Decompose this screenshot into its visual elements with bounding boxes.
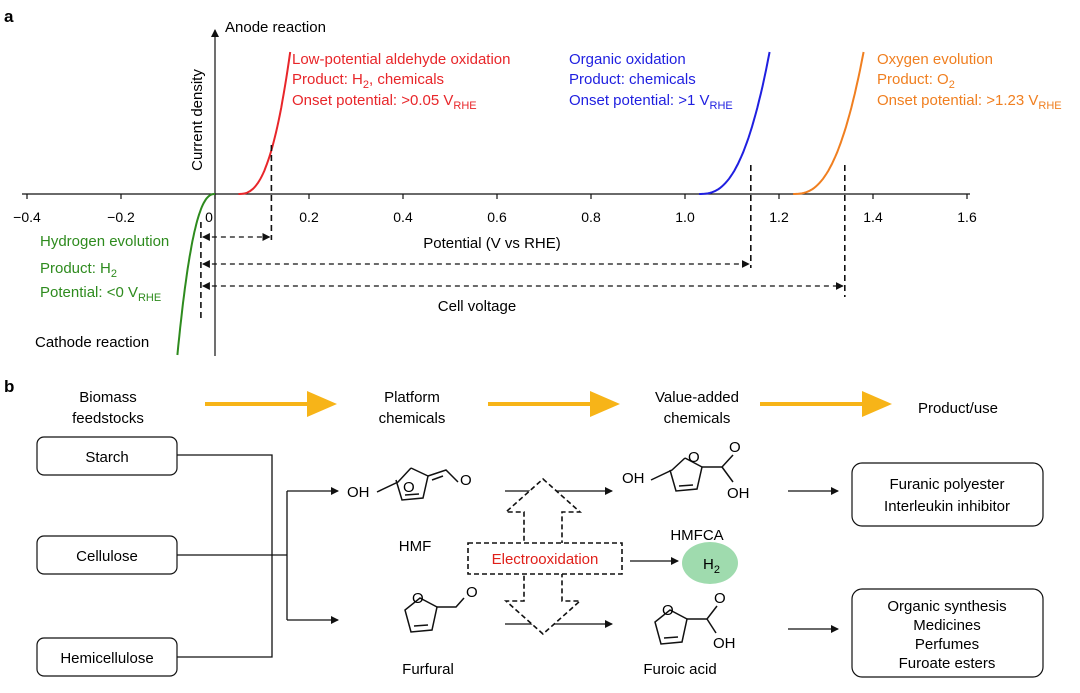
x-axis-label: Potential (V vs RHE) [423,235,561,252]
reaction-arrows [505,487,839,633]
annotation-hydrogen: Hydrogen evolution Product: H2 Potential… [40,233,169,304]
annotation-hydrogen-title: Hydrogen evolution [40,233,169,250]
series-line-aldehyde-oxidation [238,51,292,195]
furfural-structure [404,597,465,633]
products-top-text: Furanic polyester Interleukin inhibitor [884,476,1010,515]
series-line-hydrogen-evolution [176,193,215,356]
annotation-aldehyde-product: Product: H2, chemicals [292,71,444,91]
hmfca-acid-oh: OH [727,485,750,502]
annotation-organic-onset: Onset potential: >1 VRHE [569,92,733,112]
annotation-oxygen-product: Product: O2 [877,71,955,91]
furoic-ring-o: O [662,602,674,619]
x-tick-label: 1.2 [769,209,789,225]
x-tick-label: 0 [205,209,213,225]
annotation-oxygen-onset: Onset potential: >1.23 VRHE [877,92,1062,112]
annotation-aldehyde-onset: Onset potential: >0.05 VRHE [292,92,477,112]
feedstock-box-starch [36,436,178,476]
hmf-label: HMF [399,538,432,555]
annotation-organic: Organic oxidation Product: chemicals Ons… [569,51,733,112]
annotation-hydrogen-onset: Potential: <0 VRHE [40,284,161,304]
furoic-acid-label: Furoic acid [643,661,716,678]
hmf-ring-o: O [403,479,415,496]
hmf-aldehyde-o: O [460,472,472,489]
product-top-1: Furanic polyester [889,476,1004,493]
stage-headers: Biomass feedstocks Platform chemicals Va… [72,389,998,427]
furfural-label: Furfural [402,661,454,678]
annotation-organic-title: Organic oxidation [569,51,686,68]
x-tick-label: 0.4 [393,209,413,225]
stage-platform-line1: Platform [384,389,440,406]
stage-arrow-3 [760,391,892,417]
panel-a-label: a [4,7,14,26]
x-tick-label: 0.6 [487,209,507,225]
hmf-oh-label: OH [347,484,370,501]
annotation-hydrogen-product: Product: H2 [40,260,117,280]
x-tick-label: 0.8 [581,209,601,225]
electrooxidation-label: Electrooxidation [492,551,599,568]
x-tick-label: 1.0 [675,209,695,225]
stage-arrow-1 [205,391,337,417]
feedstock-cellulose: Cellulose [76,548,138,565]
panel-b-label: b [4,377,14,396]
furfural-aldehyde-o: O [466,584,478,601]
feedstock-starch: Starch [85,449,128,466]
cell-voltage-label: Cell voltage [438,298,516,315]
x-tick-label: 0.2 [299,209,319,225]
hmfca-oh-label: OH [622,470,645,487]
x-axis-ticks: −0.4 −0.2 0 0.2 0.4 0.6 0.8 1.0 1.2 1.4 1.6 [13,194,977,225]
furoic-acid-structure [654,605,718,645]
product-bottom-2: Medicines [913,617,981,634]
product-bottom-3: Perfumes [915,636,979,653]
x-tick-label: 1.4 [863,209,883,225]
stage-product: Product/use [918,400,998,417]
product-box-bottom [851,588,1044,678]
feedstock-hemicellulose: Hemicellulose [60,650,153,667]
product-top-2: Interleukin inhibitor [884,498,1010,515]
stage-arrows [205,391,892,417]
cathode-reaction-label: Cathode reaction [35,334,149,351]
product-bottom-1: Organic synthesis [887,598,1006,615]
anode-reaction-label: Anode reaction [225,19,326,36]
hmfca-ring-o: O [688,449,700,466]
x-tick-label: −0.2 [107,209,135,225]
hmf-structure [376,467,459,501]
electrooxidation-box [467,542,623,575]
product-bottom-4: Furoate esters [899,655,996,672]
furfural-ring-o: O [412,590,424,607]
feedstock-connectors [177,454,339,658]
annotation-organic-product: Product: chemicals [569,71,696,88]
furoic-acid-oh: OH [713,635,736,652]
stage-value-line2: chemicals [664,410,731,427]
series-line-oxygen-evolution [793,51,865,195]
h2-bubble [682,542,738,584]
products-bottom-text: Organic synthesis Medicines Perfumes Fur… [887,598,1006,672]
furoic-carbonyl-o: O [714,590,726,607]
y-axis-label: Current density [189,69,206,171]
stage-biomass-line2: feedstocks [72,410,144,427]
hmfca-carbonyl-o: O [729,439,741,456]
annotation-oxygen-title: Oxygen evolution [877,51,993,68]
annotation-aldehyde: Low-potential aldehyde oxidation Product… [292,51,511,112]
stage-value-line1: Value-added [655,389,739,406]
h2-label: H2 [703,556,720,576]
x-tick-label: 1.6 [957,209,977,225]
stage-platform-line2: chemicals [379,410,446,427]
series-line-organic-oxidation [699,51,771,195]
x-tick-label: −0.4 [13,209,41,225]
stage-arrow-2 [488,391,620,417]
feedstock-boxes: Starch Cellulose Hemicellulose [36,436,178,677]
hmfca-label: HMFCA [670,527,723,544]
annotation-aldehyde-title: Low-potential aldehyde oxidation [292,51,511,68]
product-box-top [851,462,1044,527]
annotation-oxygen: Oxygen evolution Product: O2 Onset poten… [877,51,1062,112]
stage-biomass-line1: Biomass [79,389,137,406]
hmfca-structure [650,454,734,492]
